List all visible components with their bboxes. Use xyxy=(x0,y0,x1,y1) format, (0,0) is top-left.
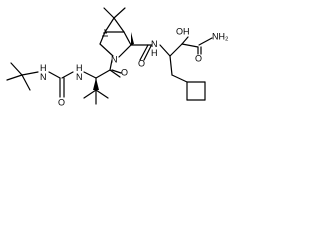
bond xyxy=(139,44,149,61)
bond xyxy=(143,45,152,61)
bond xyxy=(159,44,171,57)
bond xyxy=(111,69,122,74)
bond xyxy=(181,43,199,48)
bond xyxy=(169,55,173,76)
bond xyxy=(109,59,113,71)
bond-lines xyxy=(6,7,213,105)
nh2-label: NH₂ xyxy=(212,31,229,41)
o-label: O xyxy=(121,67,128,77)
bond xyxy=(113,17,125,33)
bond xyxy=(171,74,188,83)
bond xyxy=(99,31,106,45)
o-label: O xyxy=(138,58,145,68)
o-label: O xyxy=(195,53,202,63)
bond xyxy=(21,74,31,91)
bond xyxy=(113,7,126,19)
bond xyxy=(61,71,74,79)
bond xyxy=(181,36,189,45)
bond xyxy=(10,62,23,76)
bond xyxy=(48,71,61,79)
bond xyxy=(118,44,132,58)
bond xyxy=(103,7,115,19)
bond xyxy=(109,69,121,78)
stereo-hash-bond xyxy=(102,29,108,37)
bond xyxy=(83,71,97,79)
bond xyxy=(123,31,132,46)
bond xyxy=(95,69,111,79)
bond xyxy=(6,74,23,81)
bond xyxy=(99,43,114,57)
stereo-wedge-bond xyxy=(93,78,99,90)
n-label: N xyxy=(111,54,118,64)
bond xyxy=(104,17,115,33)
bond xyxy=(95,89,109,99)
stereo-wedge-bond xyxy=(131,32,134,45)
bond xyxy=(198,37,213,46)
oh-label: OH xyxy=(176,26,190,36)
bond xyxy=(83,89,97,99)
o-label: O xyxy=(58,97,65,107)
bond xyxy=(21,71,39,76)
bond xyxy=(169,43,183,57)
